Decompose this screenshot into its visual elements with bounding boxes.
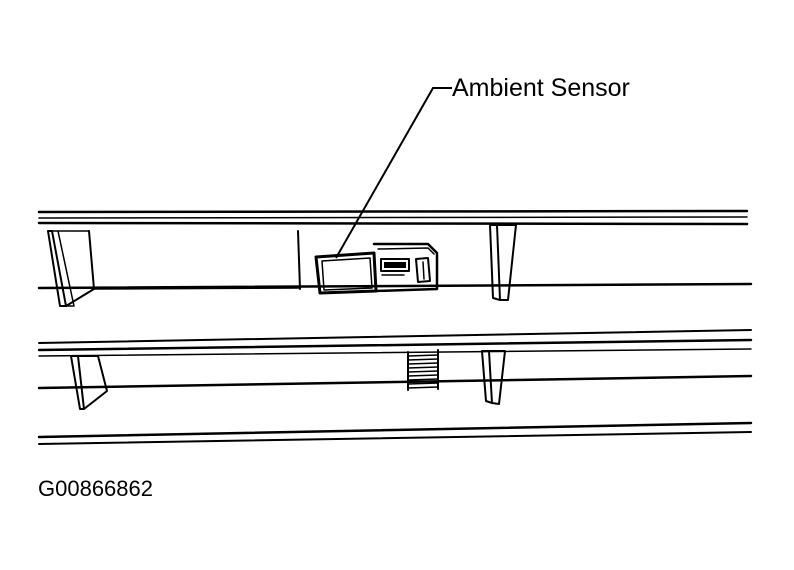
grille-assembly xyxy=(37,209,753,445)
callout-label: Ambient Sensor xyxy=(452,74,630,102)
upper-right-fin xyxy=(489,224,517,301)
bottom-bumper-edge xyxy=(37,421,753,445)
ambient-sensor xyxy=(314,242,439,295)
callout-leader-line xyxy=(335,87,452,259)
lower-bar-bottom-edge xyxy=(37,374,753,390)
upper-left-fin xyxy=(47,230,95,307)
wiring-harness-coil xyxy=(407,349,439,391)
lower-left-fin xyxy=(70,355,108,410)
upper-center-divider xyxy=(297,230,301,290)
lower-bar-top-edge xyxy=(37,329,753,357)
upper-bar-bottom-edge xyxy=(37,282,753,290)
figure-id: G00866862 xyxy=(38,476,153,501)
upper-bar-top-edge xyxy=(37,209,749,226)
lower-right-fin xyxy=(481,350,506,405)
